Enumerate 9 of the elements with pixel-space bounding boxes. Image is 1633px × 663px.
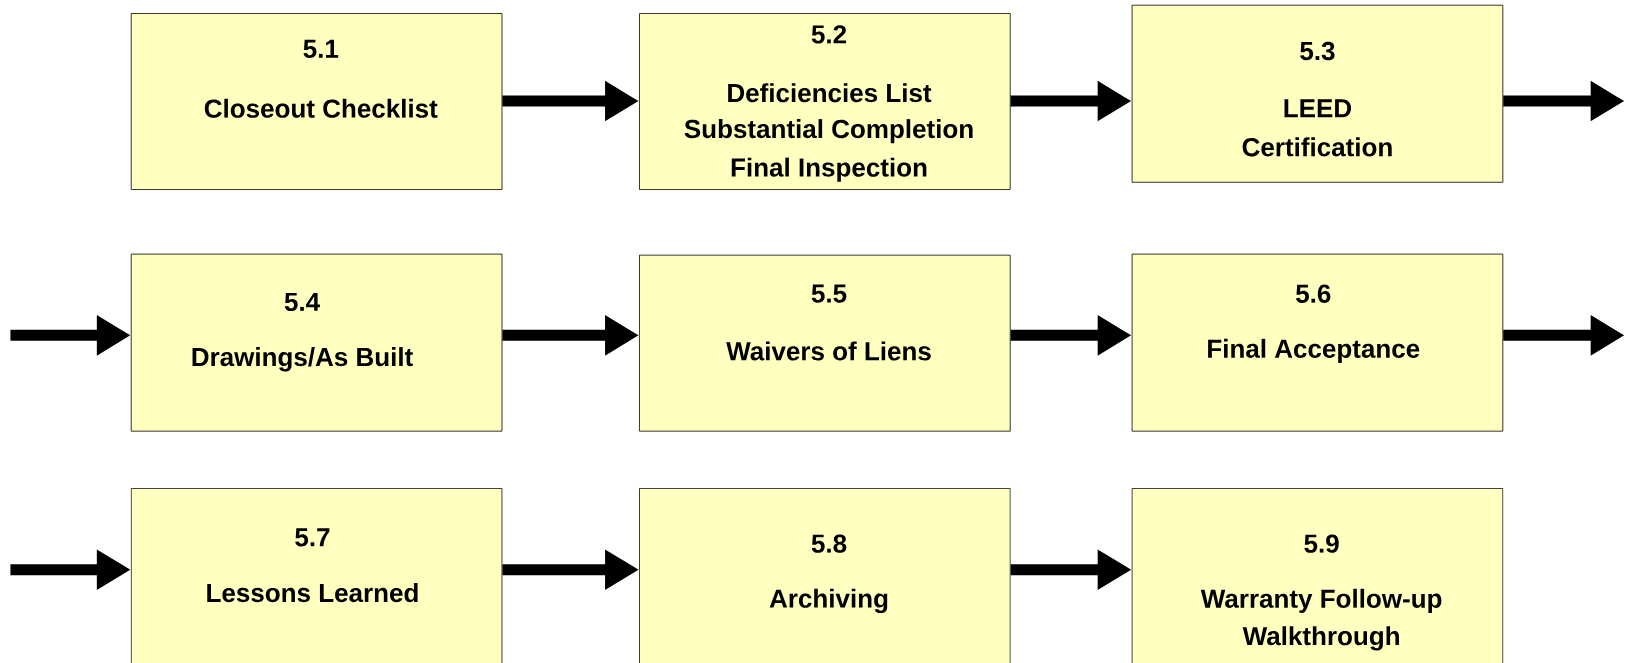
process-box: 5.5 Waivers of Liens <box>639 254 1011 432</box>
process-box: 5.6 Final Acceptance <box>1131 253 1504 432</box>
process-box: 5.1 Closeout Checklist <box>130 13 503 190</box>
process-box: 5.7 Lessons Learned <box>130 488 503 663</box>
process-box: 5.8 Archiving <box>639 488 1011 663</box>
process-box: 5.2 Deficiencies List Substantial Completion Final Inspection <box>639 13 1011 190</box>
process-box: 5.3 LEED Certification <box>1131 4 1504 183</box>
process-box: 5.4 Drawings/As Built <box>130 253 503 432</box>
process-box: 5.9 Warranty Follow-up Walkthrough <box>1131 488 1504 663</box>
